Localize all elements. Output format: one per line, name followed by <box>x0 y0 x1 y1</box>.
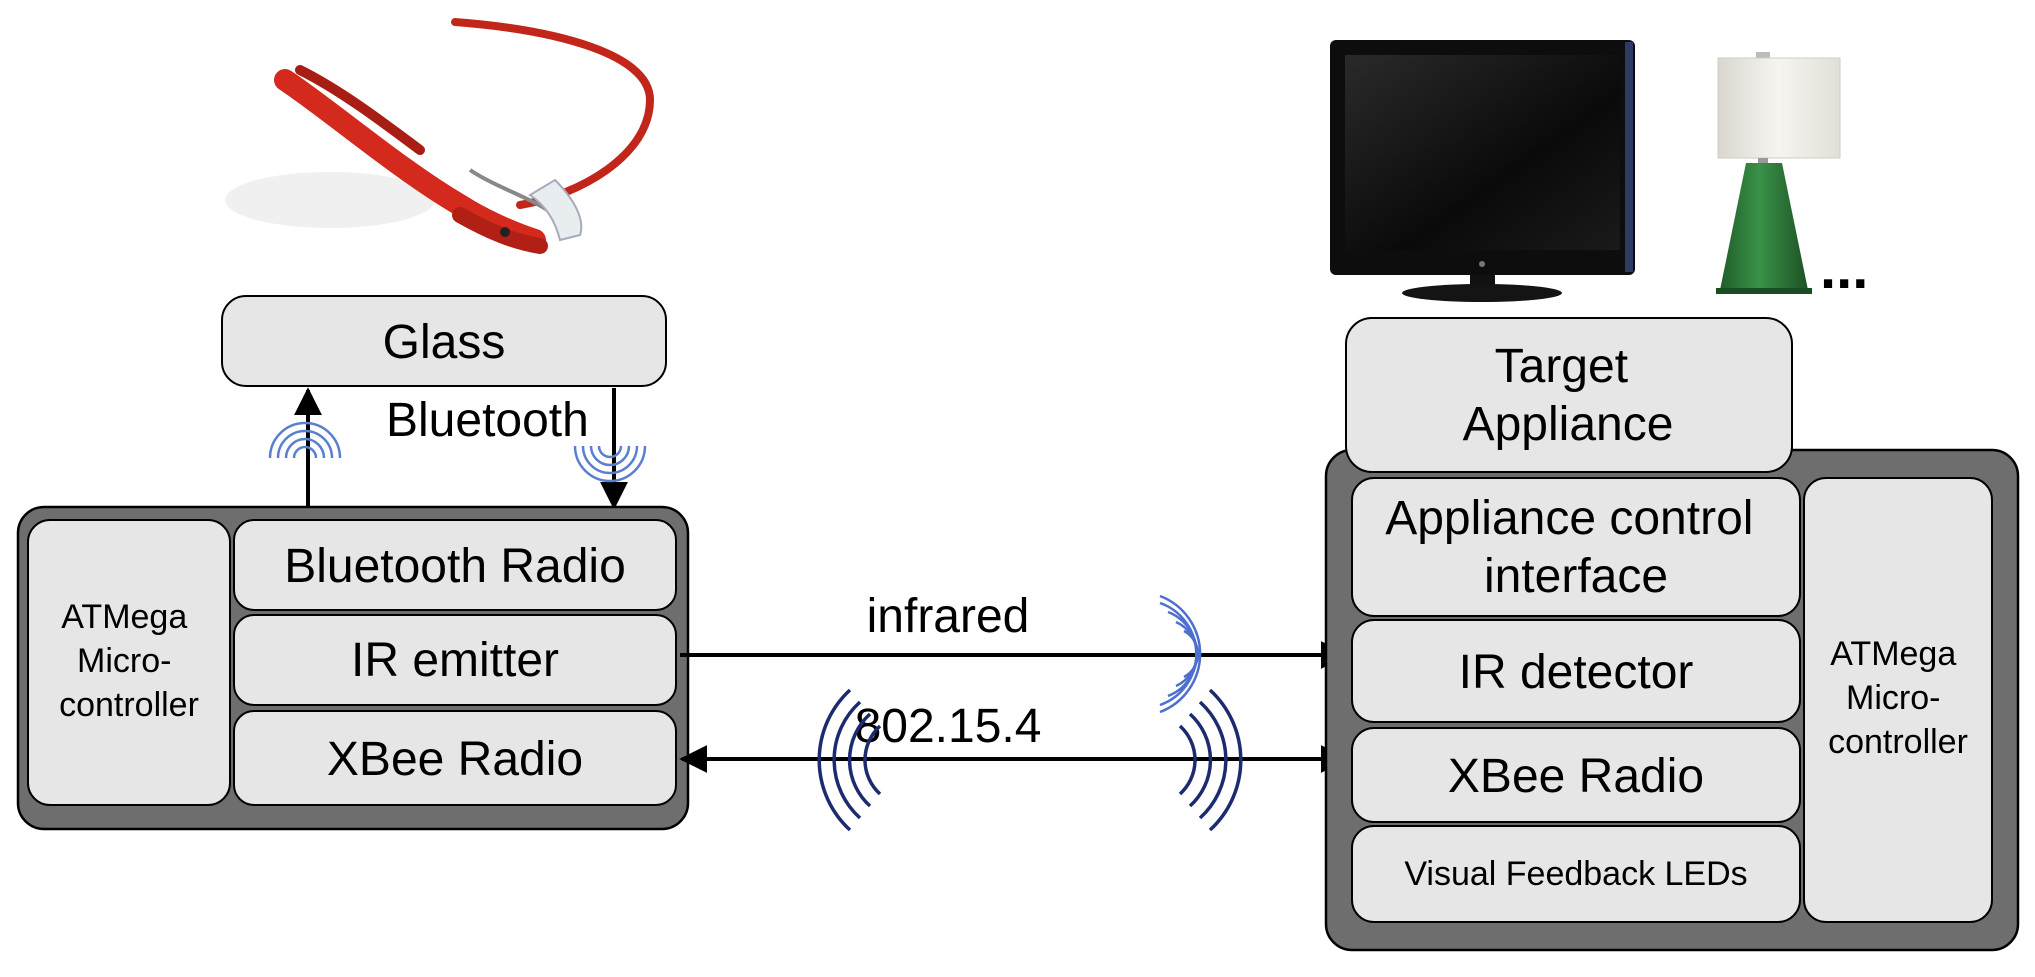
glass-label: Glass <box>383 316 506 369</box>
left-mcu-box <box>27 519 231 806</box>
ir-detector-label: IR detector <box>1459 646 1694 699</box>
visual-feedback-leds-label: Visual Feedback LEDs <box>1404 855 1747 893</box>
left-mcu-label: ATMega Micro- controller <box>59 598 199 724</box>
right-mcu-box <box>1803 477 1993 923</box>
appliance-control-interface-label: Appliance control interface <box>1385 492 1767 603</box>
ir-emitter-label: IR emitter <box>351 634 559 687</box>
bluetooth-signal-waves-icon <box>268 421 647 483</box>
appliance-controller-unit: Appliance control interface IR detector … <box>1324 448 2020 952</box>
right-mcu-label: ATMega Micro- controller <box>1828 635 1968 761</box>
lamp-image <box>1716 52 1841 294</box>
ir-emitter-box <box>233 614 677 706</box>
xbee-link-label: 802.15.4 <box>855 700 1042 753</box>
glass-box: Glass <box>221 295 667 387</box>
google-glass-image <box>225 18 655 254</box>
right-xbee-label: XBee Radio <box>1448 750 1704 803</box>
television-image <box>1330 40 1635 302</box>
bluetooth-radio-box <box>233 519 677 611</box>
target-appliance-label: Target Appliance <box>1463 340 1674 451</box>
appliance-control-interface-box <box>1351 477 1801 617</box>
infrared-signal-waves-icon <box>1159 594 1202 714</box>
infrared-label: infrared <box>867 590 1030 643</box>
radio-signal-waves-icon <box>817 688 1243 832</box>
target-appliance-box: Target Appliance <box>1345 317 1793 473</box>
right-xbee-box <box>1351 727 1801 823</box>
bluetooth-link-label: Bluetooth <box>386 394 589 447</box>
ir-detector-box <box>1351 619 1801 723</box>
bluetooth-radio-label: Bluetooth Radio <box>284 540 626 593</box>
visual-feedback-leds-box <box>1351 825 1801 923</box>
left-xbee-label: XBee Radio <box>327 733 583 786</box>
more-appliances-ellipsis: ... <box>1820 236 1868 301</box>
left-xbee-box <box>233 710 677 806</box>
glass-controller-unit: ATMega Micro- controller Bluetooth Radio… <box>16 505 690 831</box>
